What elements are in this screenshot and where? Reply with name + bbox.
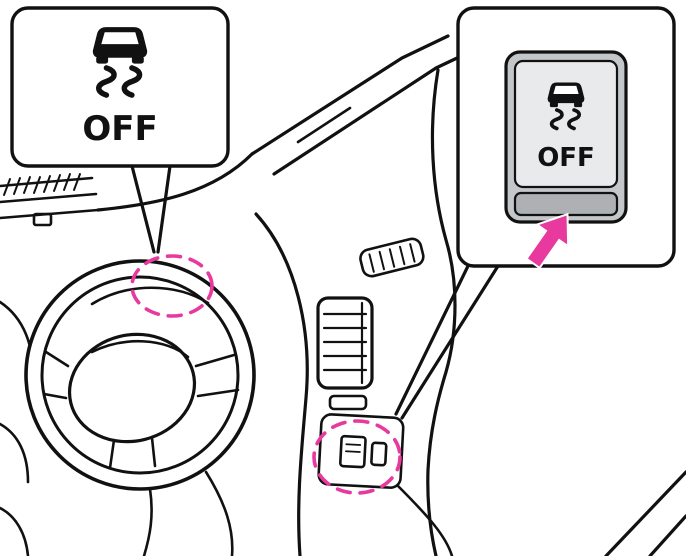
callout-leader-lines <box>394 264 500 420</box>
vdc-off-switch-closeup: OFF <box>504 50 628 224</box>
dashboard-line-art <box>0 34 686 556</box>
instrument-cluster-hint <box>90 286 210 306</box>
lower-switch-panel <box>317 413 405 489</box>
switch-rocker-strip <box>513 191 619 217</box>
switch-face <box>513 59 619 189</box>
door-grille-hatching <box>3 173 81 196</box>
press-direction-arrow-icon <box>525 212 570 270</box>
highlight-circle-switch-location <box>312 419 402 495</box>
door-lock-knob <box>32 212 53 227</box>
callout-button-closeup: OFF <box>394 6 676 420</box>
defroster-vent <box>359 237 425 278</box>
dash-right-edge <box>426 68 457 556</box>
a-pillar-inner <box>272 48 476 176</box>
off-label: OFF <box>537 143 595 173</box>
a-pillar-outer <box>250 34 450 156</box>
callout-pointer <box>130 164 172 254</box>
steering-column <box>142 470 234 556</box>
callout-indicator-symbol: OFF <box>10 6 230 254</box>
steering-wheel <box>24 259 256 491</box>
side-air-vent <box>316 296 374 411</box>
center-console-edge <box>254 212 309 556</box>
callout-indicator-box <box>10 6 230 168</box>
highlight-circle-instrument-panel <box>130 254 214 318</box>
off-label: OFF <box>82 109 157 149</box>
steering-wheel-spokes <box>42 350 240 470</box>
vdc-off-switch-small <box>338 434 367 469</box>
steering-wheel-airbag-pad <box>67 332 197 444</box>
dash-top-edge <box>96 152 254 212</box>
